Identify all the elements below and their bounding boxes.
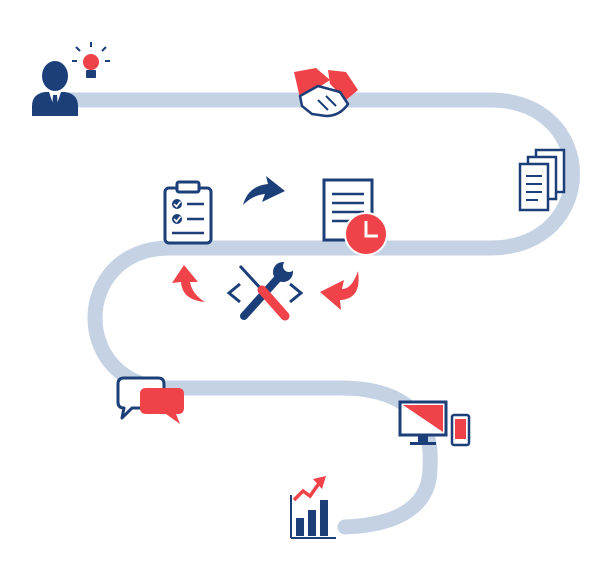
screwdriver-icon bbox=[238, 264, 290, 321]
arrow-navy-right-icon bbox=[243, 176, 285, 205]
devices-icon bbox=[398, 400, 471, 447]
arrow-red-up-icon bbox=[172, 265, 205, 302]
lightbulb-icon bbox=[72, 42, 110, 78]
clock-icon bbox=[344, 212, 388, 256]
wrench-icon bbox=[240, 260, 295, 320]
phone-icon bbox=[450, 413, 471, 447]
checklist-icon bbox=[163, 180, 213, 245]
chat-icon bbox=[116, 376, 184, 424]
development-tools-icon bbox=[226, 260, 304, 321]
growth-chart-icon bbox=[290, 476, 336, 539]
documents-icon bbox=[518, 148, 566, 212]
idea-person-icon bbox=[32, 42, 110, 116]
process-roadmap-path bbox=[60, 92, 580, 535]
arrow-red-left-icon bbox=[320, 271, 359, 310]
schedule-document-icon bbox=[322, 178, 388, 256]
handshake-icon bbox=[294, 68, 358, 118]
